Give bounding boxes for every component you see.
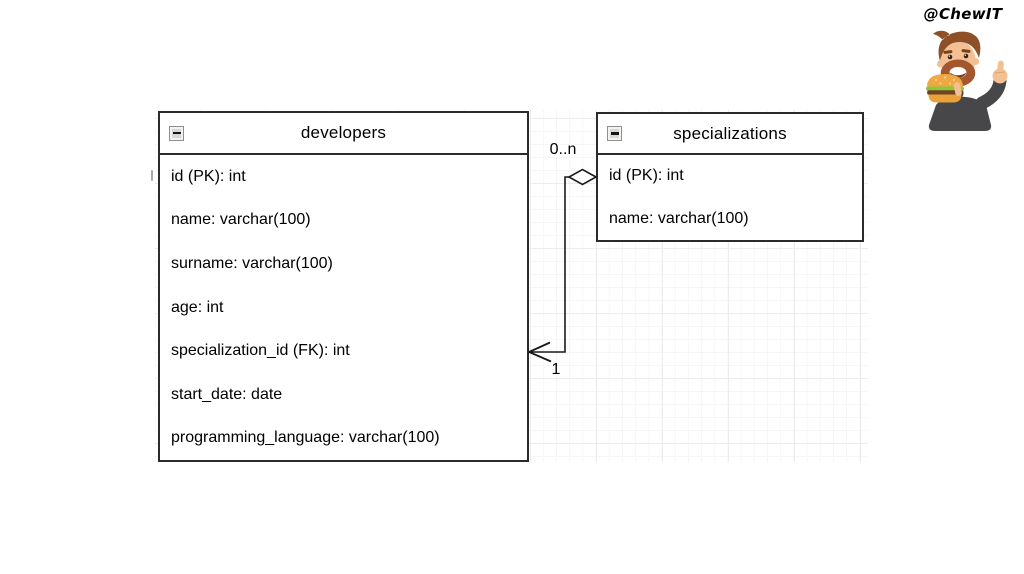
entity-row[interactable]: name: varchar(100)	[609, 209, 749, 227]
entity-row[interactable]: name: varchar(100)	[171, 211, 311, 229]
entity-specializations[interactable]: specializations id (PK): int name: varch…	[596, 112, 864, 242]
entity-title: specializations	[673, 123, 787, 143]
entity-specializations-header[interactable]: specializations	[598, 114, 862, 155]
entity-row[interactable]: surname: varchar(100)	[171, 254, 333, 272]
entity-row[interactable]: programming_language: varchar(100)	[171, 429, 440, 447]
multiplicity-label-one: 1	[551, 361, 561, 378]
mascot-head	[933, 30, 981, 87]
collapse-icon[interactable]	[607, 126, 622, 141]
entity-row[interactable]: id (PK): int	[171, 167, 246, 185]
burger-icon	[926, 74, 964, 103]
entity-row[interactable]: id (PK): int	[609, 167, 684, 185]
entity-row[interactable]: specialization_id (FK): int	[171, 342, 350, 360]
entity-developers[interactable]: developers id (PK): int name: varchar(10…	[158, 111, 529, 462]
entity-row[interactable]: start_date: date	[171, 385, 283, 403]
minus-glyph	[172, 131, 181, 135]
mascot-hair	[933, 30, 981, 61]
entity-specializations-rows: id (PK): int name: varchar(100)	[598, 155, 862, 240]
thumbs-up-icon	[992, 60, 1008, 84]
entity-developers-header[interactable]: developers	[160, 113, 527, 155]
watermark-handle: @ChewIT	[923, 5, 1003, 23]
mascot-character	[926, 30, 1008, 131]
stray-cursor-mark	[151, 170, 153, 181]
entity-developers-rows: id (PK): int name: varchar(100) surname:…	[160, 155, 527, 460]
collapse-icon[interactable]	[169, 125, 184, 141]
minus-glyph	[610, 132, 619, 135]
entity-title: developers	[300, 123, 387, 142]
multiplicity-label-many: 0..n	[549, 141, 577, 158]
entity-row[interactable]: age: int	[171, 298, 224, 316]
